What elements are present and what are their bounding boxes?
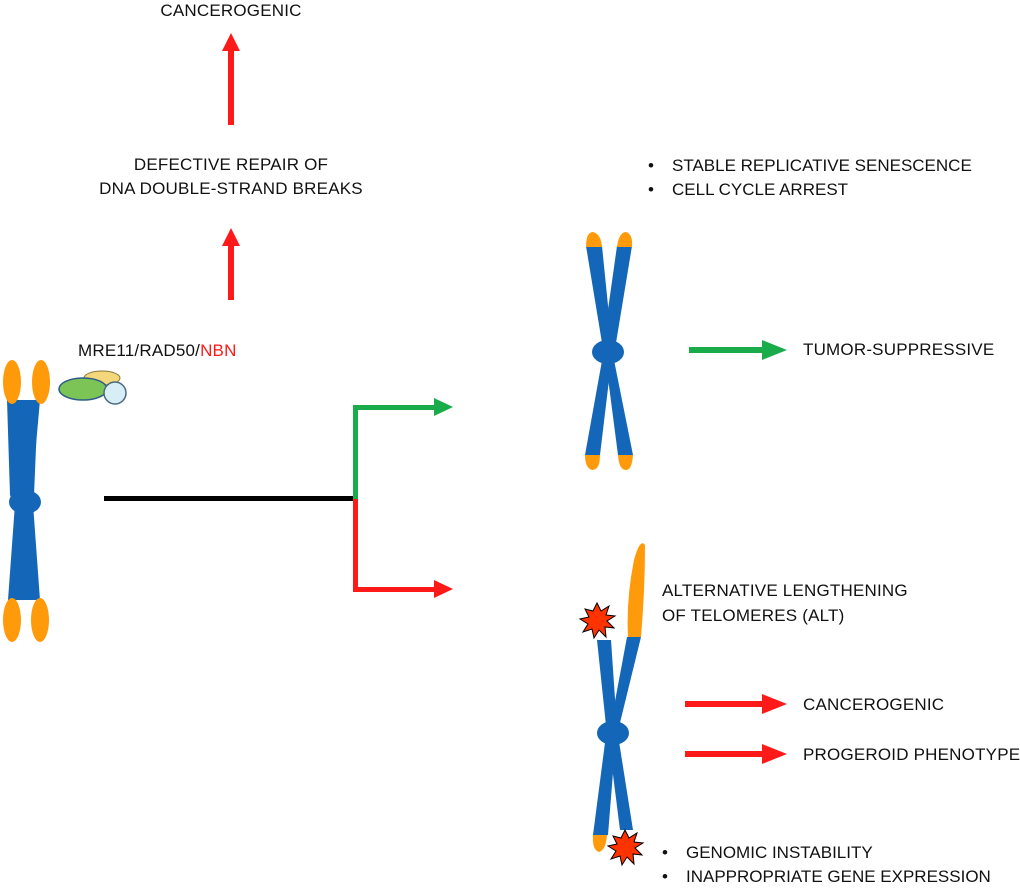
defect-label-line1: DEFECTIVE REPAIR OF <box>133 155 329 174</box>
top-outcome-label: CANCEROGENIC <box>160 1 302 20</box>
bullet-item: STABLE REPLICATIVE SENESCENCE <box>648 154 972 178</box>
arrow-to-cancerogenic <box>685 694 787 714</box>
nbn-highlight: NBN <box>200 341 237 360</box>
bullet-item: INAPPROPRIATE GENE EXPRESSION <box>662 865 991 889</box>
defect-label-line2: DNA DOUBLE-STRAND BREAKS <box>99 179 363 198</box>
dna-damage-star-icon <box>578 601 617 640</box>
mrn-complex-icon <box>58 370 127 405</box>
progeroid-outcome-label: PROGEROID PHENOTYPE <box>803 745 1020 764</box>
alt-label-line2: OF TELOMERES (ALT) <box>662 606 845 625</box>
tumor-suppressive-label: TUMOR-SUPPRESSIVE <box>803 340 995 359</box>
instability-bullet-list: GENOMIC INSTABILITY INAPPROPRIATE GENE E… <box>662 841 991 889</box>
arrow-complex-to-defect <box>222 228 240 300</box>
dna-damage-star-icon <box>606 828 645 867</box>
mrn-part1: MRE11/RAD50/ <box>78 341 201 360</box>
normal-chromosome-left <box>3 360 50 642</box>
arrow-to-progeroid <box>685 744 787 764</box>
alt-label-line1: ALTERNATIVE LENGTHENING <box>662 581 908 600</box>
mrn-complex-label: MRE11/RAD50/NBN <box>78 340 237 362</box>
bullet-item: GENOMIC INSTABILITY <box>662 841 991 865</box>
arrow-defect-to-cancerogenic <box>222 33 240 125</box>
alt-chromosome <box>592 543 645 852</box>
branch-connector <box>104 398 453 598</box>
bullet-item: CELL CYCLE ARREST <box>648 178 972 202</box>
arrow-to-tumor-suppressive <box>689 340 787 360</box>
senescent-chromosome <box>585 232 633 470</box>
cancerogenic-outcome-label: CANCEROGENIC <box>803 695 945 714</box>
senescence-bullet-list: STABLE REPLICATIVE SENESCENCE CELL CYCLE… <box>648 154 972 202</box>
